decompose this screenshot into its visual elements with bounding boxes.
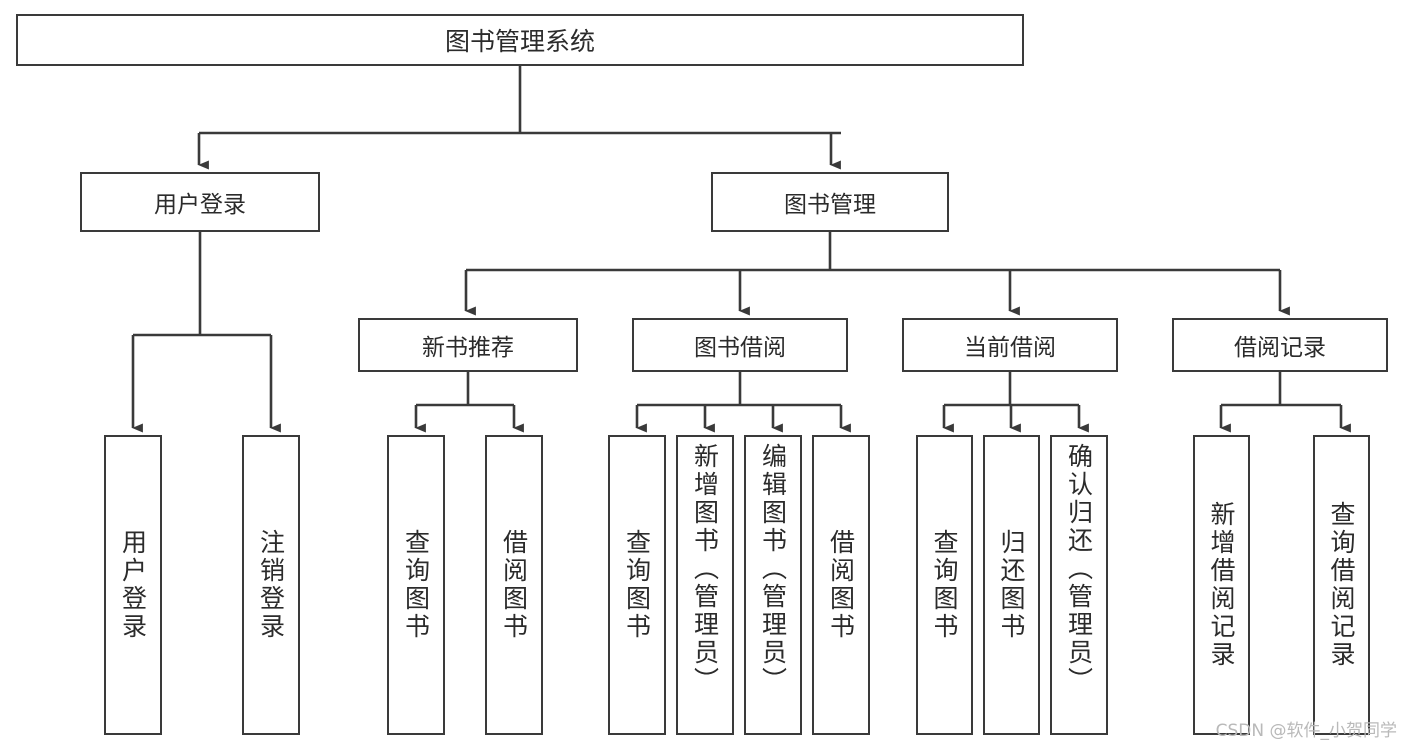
node-leaf-query-book-rec-label: 查询图书 xyxy=(401,529,431,641)
node-borrow-record-label: 借阅记录 xyxy=(1234,335,1326,361)
node-current-borrow-label: 当前借阅 xyxy=(964,335,1056,361)
node-new-book-rec[interactable]: 新书推荐 xyxy=(358,318,578,372)
node-new-book-rec-label: 新书推荐 xyxy=(422,335,514,361)
node-root[interactable]: 图书管理系统 xyxy=(16,14,1024,66)
node-leaf-confirm-return[interactable]: 确认归还（管理员） xyxy=(1050,435,1108,735)
node-leaf-edit-book-label: 编辑图书（管理员） xyxy=(758,443,788,695)
node-leaf-confirm-return-label: 确认归还（管理员） xyxy=(1064,443,1094,695)
node-leaf-return-book-label: 归还图书 xyxy=(997,529,1026,641)
node-leaf-query-book-bor-label: 查询图书 xyxy=(622,529,652,641)
node-leaf-add-record[interactable]: 新增借阅记录 xyxy=(1193,435,1250,735)
node-leaf-add-book[interactable]: 新增图书（管理员） xyxy=(676,435,734,735)
node-leaf-return-book[interactable]: 归还图书 xyxy=(983,435,1040,735)
node-leaf-query-record[interactable]: 查询借阅记录 xyxy=(1313,435,1370,735)
node-leaf-user-logout-label: 注销登录 xyxy=(256,529,286,641)
node-borrow-record[interactable]: 借阅记录 xyxy=(1172,318,1388,372)
node-leaf-borrow-book-bor[interactable]: 借阅图书 xyxy=(812,435,870,735)
csdn-watermark: CSDN @软件_小贺同学 xyxy=(1215,721,1397,741)
node-leaf-user-logout[interactable]: 注销登录 xyxy=(242,435,300,735)
node-leaf-add-record-label: 新增借阅记录 xyxy=(1207,501,1236,669)
node-leaf-borrow-book-rec[interactable]: 借阅图书 xyxy=(485,435,543,735)
node-user-login-label: 用户登录 xyxy=(154,192,246,218)
node-book-manage-label: 图书管理 xyxy=(784,192,876,218)
node-leaf-query-book-cur[interactable]: 查询图书 xyxy=(916,435,973,735)
node-book-manage[interactable]: 图书管理 xyxy=(711,172,949,232)
node-leaf-query-book-rec[interactable]: 查询图书 xyxy=(387,435,445,735)
node-book-borrow[interactable]: 图书借阅 xyxy=(632,318,848,372)
node-root-label: 图书管理系统 xyxy=(444,27,595,56)
node-leaf-user-login-label: 用户登录 xyxy=(118,529,148,641)
node-leaf-borrow-book-rec-label: 借阅图书 xyxy=(499,529,529,641)
node-leaf-user-login[interactable]: 用户登录 xyxy=(104,435,162,735)
node-leaf-borrow-book-bor-label: 借阅图书 xyxy=(826,529,856,641)
node-user-login[interactable]: 用户登录 xyxy=(80,172,320,232)
node-leaf-edit-book[interactable]: 编辑图书（管理员） xyxy=(744,435,802,735)
node-leaf-query-book-cur-label: 查询图书 xyxy=(930,529,959,641)
node-leaf-add-book-label: 新增图书（管理员） xyxy=(690,443,720,695)
node-book-borrow-label: 图书借阅 xyxy=(694,335,786,361)
node-current-borrow[interactable]: 当前借阅 xyxy=(902,318,1118,372)
node-leaf-query-record-label: 查询借阅记录 xyxy=(1327,501,1356,669)
node-leaf-query-book-bor[interactable]: 查询图书 xyxy=(608,435,666,735)
